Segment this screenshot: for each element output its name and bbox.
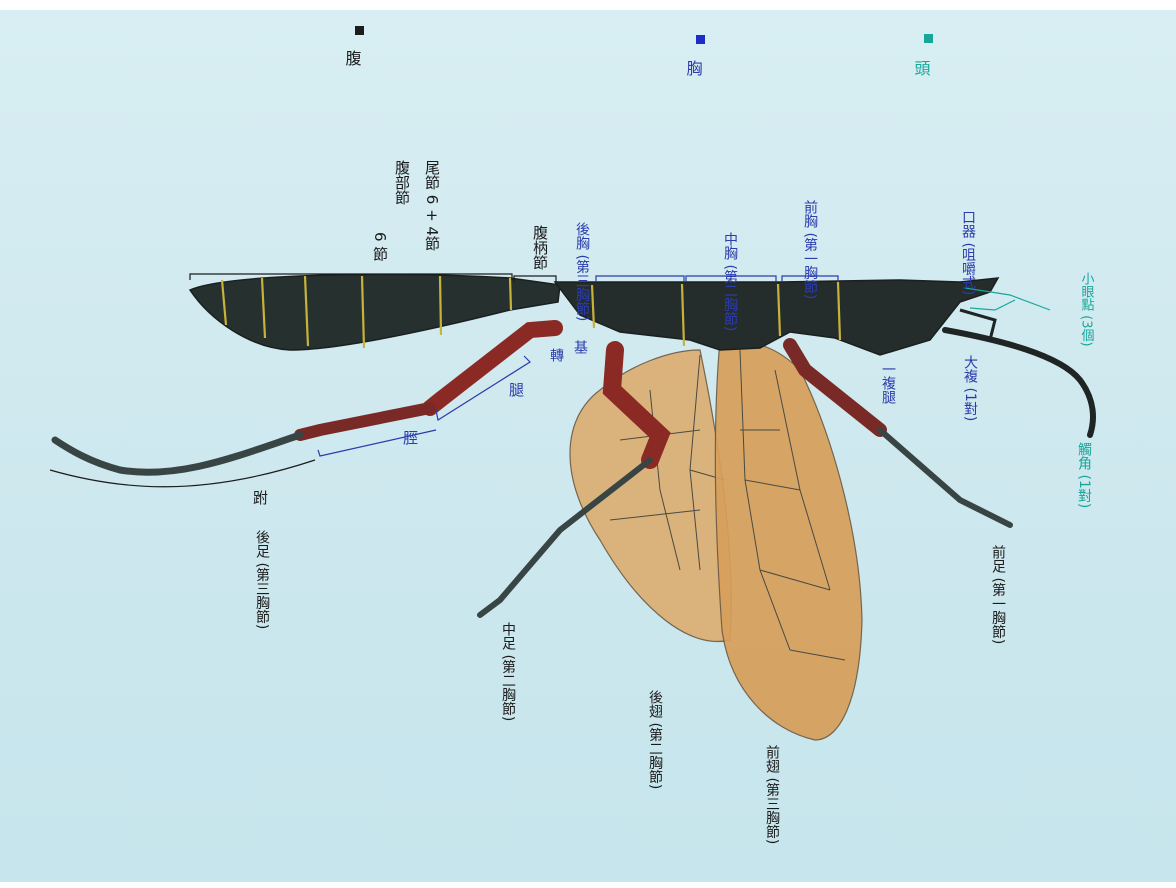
label-midthorax: 中胸 (第二胸節) [722,232,738,331]
label-trochanter: 轉 [548,348,564,362]
label-hindleg: 後足 (第三胸節) [254,530,270,629]
label-compound-eye: 大複 (1對) [962,355,978,421]
abdomen-note-2: 尾節 6 + 4節 [423,160,441,251]
label-leg-hair: 一複腿 [880,362,896,405]
label-tarsus: 跗 [251,490,269,506]
legend-marker-abdomen [355,26,364,35]
abdomen-note-1: 腹部節 [393,160,411,205]
label-foreleg: 前足 (第一胸節) [990,544,1006,644]
legend-marker-head [924,34,933,43]
label-mouthparts: 口器 (咀嚼式) [960,210,976,295]
label-midleg: 中足 (第二胸節) [500,622,516,721]
legend-head: 頭 [912,60,931,76]
hindwing [570,350,731,642]
label-forethorax: 前胸 (第一胸節) [802,199,818,299]
label-forewing: 前翅 (第三胸節) [764,744,780,844]
abdomen [190,274,560,350]
label-hindthorax: 後胸 (第三胸節) [574,222,590,321]
label-hindwing: 後翅 (第二胸節) [647,690,663,789]
legend-marker-thorax [696,35,705,44]
insect-diagram: 腹 胸 頭 [0,10,1176,882]
abdomen-note-3: 腹柄節 [531,225,549,270]
label-antenna: 觸角 (1對) [1076,442,1092,508]
abdomen-note-4: 6 節 [371,232,389,262]
label-femur: 腿 [507,382,525,398]
legend-thorax: 胸 [684,60,703,77]
label-coxa: 基 [572,339,588,354]
legend-abdomen: 腹 [343,50,362,67]
paper-sheet: 腹 胸 頭 [0,10,1176,882]
bottom-edge [0,882,1176,888]
thorax [555,278,998,355]
label-tibia: 脛 [401,430,419,446]
label-small-eyes: 小眼點 (3個) [1079,272,1095,347]
